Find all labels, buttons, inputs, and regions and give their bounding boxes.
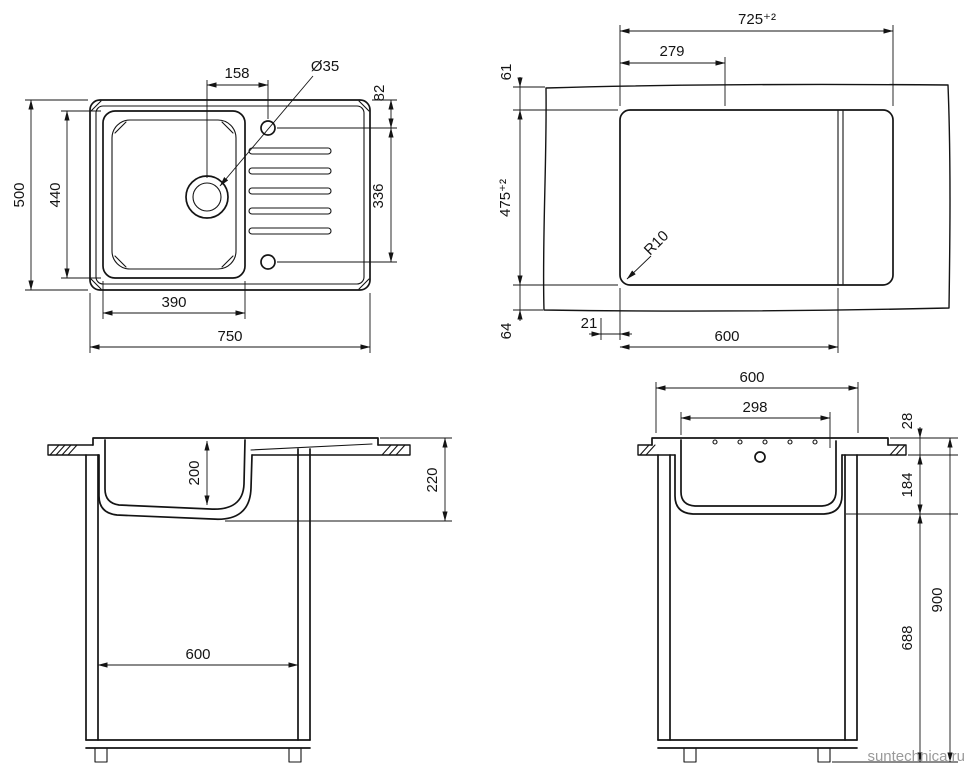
front-dimension-labels: 200 220 600 bbox=[185, 460, 441, 663]
drain-hole bbox=[185, 175, 229, 219]
dim-front-cabinet-width: 600 bbox=[185, 646, 210, 663]
cabinet-section bbox=[85, 448, 311, 763]
top-view-dimension-labels: 158 Ø35 82 336 440 500 390 750 bbox=[11, 58, 388, 345]
dim-bottom-gap: 64 bbox=[498, 323, 515, 340]
dim-drain-diameter: Ø35 bbox=[311, 58, 339, 75]
dim-bowl-zone-width: 600 bbox=[714, 328, 739, 345]
drainboard-ridges bbox=[248, 147, 332, 235]
tap-holes bbox=[260, 120, 276, 270]
dim-under-top-depth: 184 bbox=[899, 472, 916, 497]
countertop-outline bbox=[542, 83, 951, 312]
countertop-section-side bbox=[637, 444, 907, 456]
dim-bowl-length: 440 bbox=[47, 182, 64, 207]
cutout-dimension-lines bbox=[513, 25, 894, 353]
cabinet-section-side bbox=[657, 454, 858, 763]
overflow-hole bbox=[754, 451, 766, 463]
dim-overall-width: 750 bbox=[217, 328, 242, 345]
dim-side-cabinet-width: 600 bbox=[739, 369, 764, 386]
dim-top-gap: 61 bbox=[498, 64, 515, 81]
top-view: 158 Ø35 82 336 440 500 390 750 bbox=[11, 58, 397, 353]
dim-bowl-width: 390 bbox=[161, 294, 186, 311]
watermark: suntechnica.ru bbox=[867, 748, 965, 765]
sink-outline bbox=[89, 99, 371, 291]
sink-section-side bbox=[651, 437, 889, 515]
dim-tap-offset: 279 bbox=[659, 43, 684, 60]
dim-clearance: 688 bbox=[899, 625, 916, 650]
cutout-outline bbox=[619, 109, 894, 286]
dim-rim-height: 28 bbox=[899, 413, 916, 430]
side-dimension-lines bbox=[655, 382, 958, 763]
dim-total-height: 900 bbox=[929, 587, 946, 612]
sink-section bbox=[92, 437, 379, 521]
top-view-dimension-lines bbox=[25, 75, 397, 353]
bowl-outline bbox=[102, 110, 246, 279]
dim-bowl-depth: 200 bbox=[186, 460, 203, 485]
side-section-view: 600 298 28 184 688 900 bbox=[637, 369, 958, 763]
dim-drain-offset: 298 bbox=[742, 399, 767, 416]
side-dimension-labels: 600 298 28 184 688 900 bbox=[739, 369, 946, 651]
dim-corner-radius: R10 bbox=[641, 227, 672, 258]
cutout-view: 725⁺² 279 61 475⁺² 64 21 600 R10 bbox=[497, 11, 951, 353]
front-section-view: 200 220 600 bbox=[47, 437, 452, 763]
dim-drain-to-hole: 158 bbox=[224, 65, 249, 82]
dim-holes-span: 336 bbox=[370, 183, 387, 208]
dim-side-gap: 21 bbox=[581, 315, 598, 332]
cutout-dimension-labels: 725⁺² 279 61 475⁺² 64 21 600 R10 bbox=[497, 11, 776, 345]
dim-front-overall-depth: 220 bbox=[424, 467, 441, 492]
front-dimension-lines bbox=[97, 437, 452, 668]
dim-overall-depth: 500 bbox=[11, 182, 28, 207]
dim-cutout-height: 475⁺² bbox=[497, 179, 514, 217]
dim-cutout-width: 725⁺² bbox=[738, 11, 776, 28]
countertop-section bbox=[47, 444, 411, 456]
dim-hole-top-offset: 82 bbox=[371, 85, 388, 102]
cutout-divider-line bbox=[837, 110, 844, 285]
